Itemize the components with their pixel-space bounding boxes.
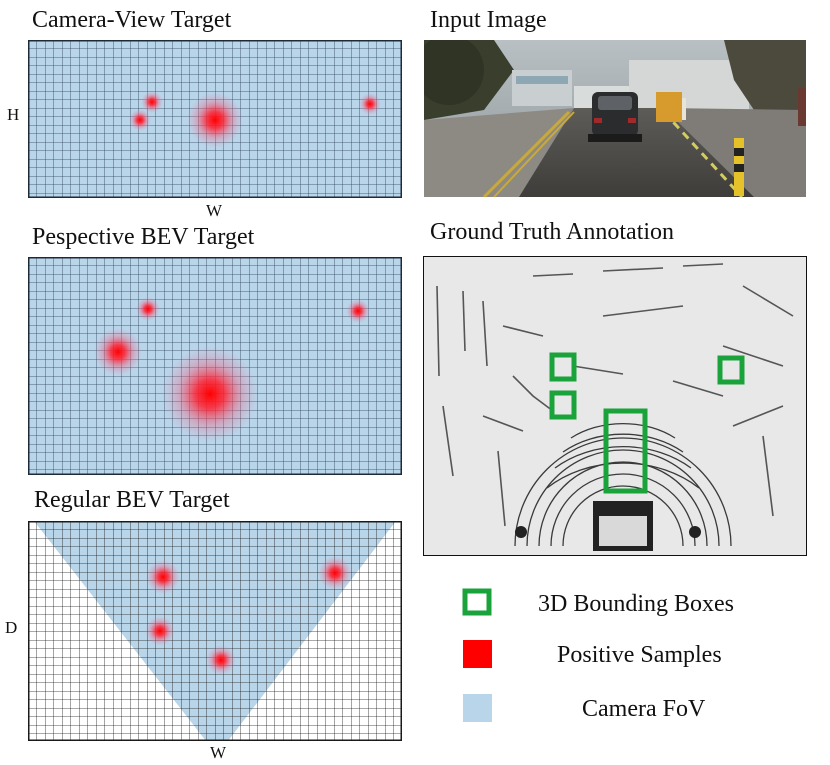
positive-sample [346, 299, 370, 323]
input-image-photo [424, 40, 806, 197]
regular-bev-grid [28, 521, 402, 741]
positive-sample [162, 346, 258, 442]
legend-label-fov: Camera FoV [582, 696, 706, 722]
camera-view-grid [28, 40, 402, 198]
perspective-bev-grid [28, 257, 402, 475]
positive-sample [187, 92, 243, 148]
bounding-box [549, 352, 577, 382]
positive-sample [129, 109, 151, 131]
camera-view-h-label: H [7, 105, 20, 124]
positive-sample [359, 93, 381, 115]
regular-bev-w-label: W [210, 743, 227, 762]
regular-bev-d-label: D [5, 618, 18, 637]
bounding-box [549, 390, 577, 420]
positive-sample [141, 91, 163, 113]
bounding-box [603, 408, 648, 494]
positive-sample [145, 616, 175, 646]
ground-truth-title: Ground Truth Annotation [430, 219, 675, 245]
positive-sample [206, 645, 236, 675]
regular-bev-title: Regular BEV Target [34, 487, 230, 513]
camera-view-title: Camera-View Target [32, 7, 232, 33]
legend-positive-swatch [463, 640, 492, 668]
camera-view-w-label: W [206, 201, 223, 220]
legend-bbox-swatch [462, 588, 492, 616]
legend-fov-swatch [463, 694, 492, 722]
legend-label-positive: Positive Samples [557, 642, 722, 668]
bounding-box [717, 355, 745, 385]
input-image-title: Input Image [430, 7, 547, 33]
positive-sample [318, 556, 352, 590]
positive-sample [146, 560, 180, 594]
positive-sample [136, 297, 160, 321]
perspective-bev-title: Pespective BEV Target [32, 224, 255, 250]
positive-sample [94, 328, 142, 376]
legend-label-bbox: 3D Bounding Boxes [538, 591, 735, 617]
ground-truth-lidar-view [423, 256, 807, 556]
